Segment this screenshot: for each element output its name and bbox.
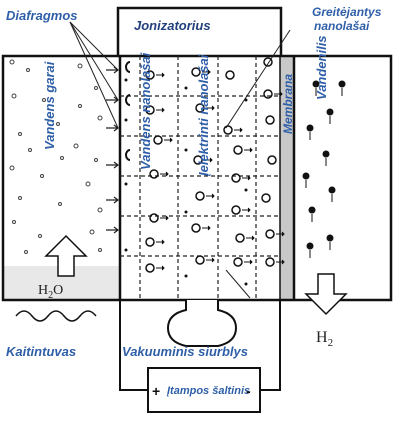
label-vandens-nanolasai: Vandens nanolašai xyxy=(138,52,153,170)
label-vandens-garai: Vandens garai xyxy=(42,61,57,150)
greitejantys-pointer xyxy=(225,29,291,129)
vapour-particles xyxy=(9,59,103,260)
label-membrana: Membrana xyxy=(281,74,295,134)
electrode-dots xyxy=(124,78,248,286)
label-vandenilis: Vandenilis xyxy=(314,35,329,100)
circuit-wire-right xyxy=(258,300,281,391)
droplet-charge-arrows xyxy=(156,69,285,271)
heater-wave xyxy=(15,310,97,322)
bottom-pointer xyxy=(225,269,251,299)
voltage-source-box xyxy=(147,367,261,413)
label-diafragmos: Diafragmos xyxy=(6,8,78,23)
vapour-up-arrow xyxy=(44,234,88,277)
minus-sign: - xyxy=(246,383,251,399)
label-elektrinti-nanolasai: Įelektrinti nanolašai xyxy=(196,54,211,177)
label-h2: H2 xyxy=(316,329,333,349)
nanodroplets xyxy=(145,57,277,273)
electrode-grid xyxy=(120,56,280,300)
vacuum-pump xyxy=(166,300,238,347)
label-greitejantys-2: nanolašai xyxy=(314,19,370,33)
hydrogen-down-arrow xyxy=(304,273,348,316)
plus-sign: + xyxy=(152,383,160,399)
diaphragm-openings xyxy=(125,61,131,161)
diaphragm-arrows xyxy=(106,66,119,234)
label-kaitintuvas: Kaitintuvas xyxy=(6,344,76,359)
label-itampos-saltinis: Įtampos šaltinis xyxy=(166,385,250,397)
label-greitejantys-1: Greitėjantys xyxy=(312,5,382,19)
label-h2o: H2O xyxy=(38,283,63,301)
hydrogen-molecules xyxy=(302,80,346,258)
circuit-wire-left xyxy=(119,300,150,391)
ionizer-box xyxy=(116,6,283,56)
diafragmos-pointers xyxy=(69,21,119,129)
label-jonizatorius: Jonizatorius xyxy=(134,18,211,33)
membrane-strip xyxy=(280,56,294,300)
label-vakuuminis-siurblys: Vakuuminis siurblys xyxy=(122,344,248,359)
